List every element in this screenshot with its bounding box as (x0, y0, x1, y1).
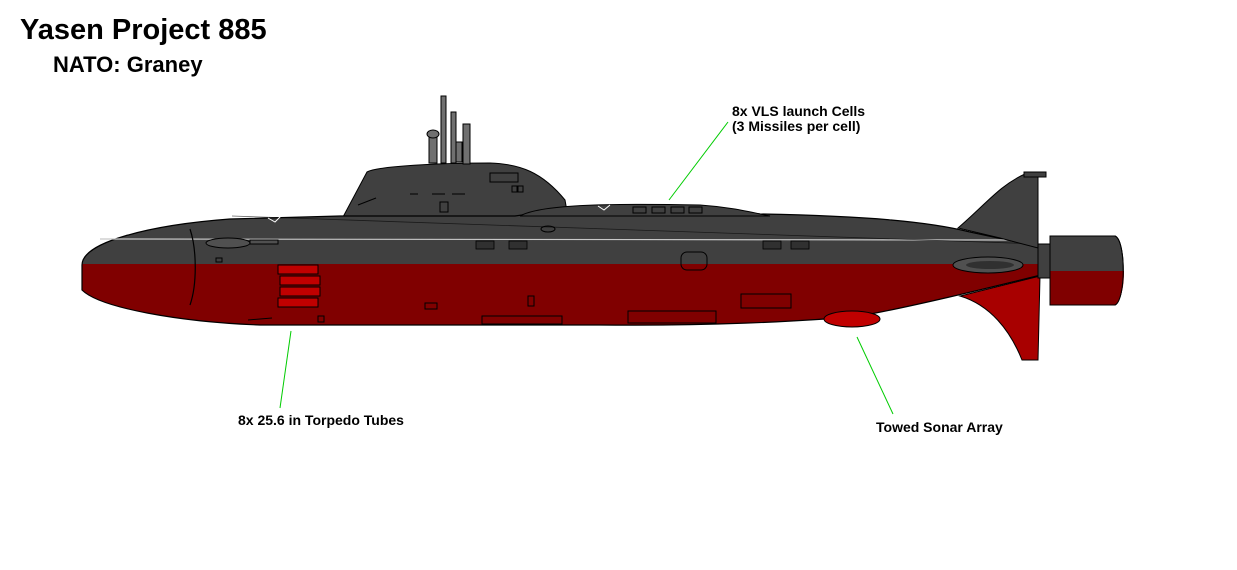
conning-tower (342, 162, 569, 218)
sonar-leader-line (856, 336, 894, 415)
periscope-masts (426, 95, 471, 165)
vls-leader-line (668, 121, 729, 201)
vls-callout-line2: (3 Missiles per cell) (732, 118, 861, 134)
sail-details (357, 172, 524, 213)
torpedo-tubes (277, 264, 321, 308)
vls-cells (632, 206, 703, 214)
sonar-callout: Towed Sonar Array (876, 419, 1003, 435)
torpedo-leader-line (279, 330, 292, 409)
lower-rudder (958, 275, 1041, 361)
hull-markings (267, 204, 611, 223)
upper-rudder (956, 173, 1039, 249)
vls-callout-line1: 8x VLS launch Cells (732, 103, 866, 119)
callout-leader-lines (279, 121, 894, 415)
hull-vents (475, 240, 810, 250)
bow-sonar-dome (189, 228, 196, 306)
bow-plane (205, 237, 251, 249)
hull-seam (99, 238, 1031, 241)
deck-line (231, 215, 1041, 245)
hull-features (215, 225, 792, 325)
page-title: Yasen Project 885 (20, 14, 267, 46)
propulsor-shaft (1037, 243, 1051, 279)
vls-callout: 8x VLS launch Cells (3 Missiles per cell… (732, 104, 865, 134)
towed-sonar-pod (823, 310, 881, 328)
torpedo-callout: 8x 25.6 in Torpedo Tubes (238, 412, 404, 428)
page-subtitle: NATO: Graney (53, 52, 203, 77)
